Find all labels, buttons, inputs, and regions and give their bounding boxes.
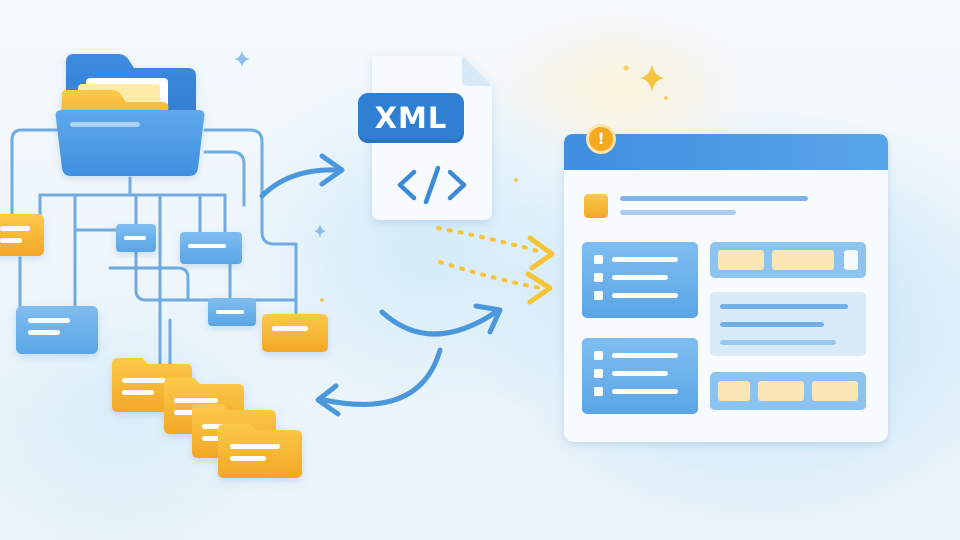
tree-node-orange-left: [0, 214, 44, 256]
tree-node-blue-small-1: [116, 224, 156, 252]
sparkle-dots: [320, 65, 668, 302]
arrow-back-to-folders: [315, 347, 443, 417]
arrow-to-window: [379, 303, 503, 337]
stacked-orange-folders: [112, 358, 302, 478]
code-brackets-icon: [397, 165, 467, 205]
tree-node-blue-small-2: [180, 232, 242, 264]
sparkle-icon: [640, 64, 664, 92]
exclamation-icon: !: [586, 124, 616, 154]
window-bottom-row: [710, 372, 866, 410]
tree-node-blue-large: [16, 306, 98, 354]
yellow-arrow-heads: [525, 235, 555, 305]
sparkle-icon-small: [234, 50, 326, 238]
tree-node-blue-small-3: [208, 298, 256, 326]
arrow-to-xml: [259, 153, 345, 199]
window-toolbar-row: [710, 242, 866, 278]
window-list-panel-2: [582, 338, 698, 414]
tree-node-orange-right: [262, 314, 328, 352]
main-folder-icon: [55, 54, 205, 176]
window-top-row: [584, 194, 808, 218]
xml-label: XML: [358, 93, 464, 143]
tree-connectors: [10, 128, 298, 374]
window-text-panel: [710, 292, 866, 356]
dashed-yellow-arrows: [436, 226, 544, 290]
window-list-panel-1: [582, 242, 698, 318]
